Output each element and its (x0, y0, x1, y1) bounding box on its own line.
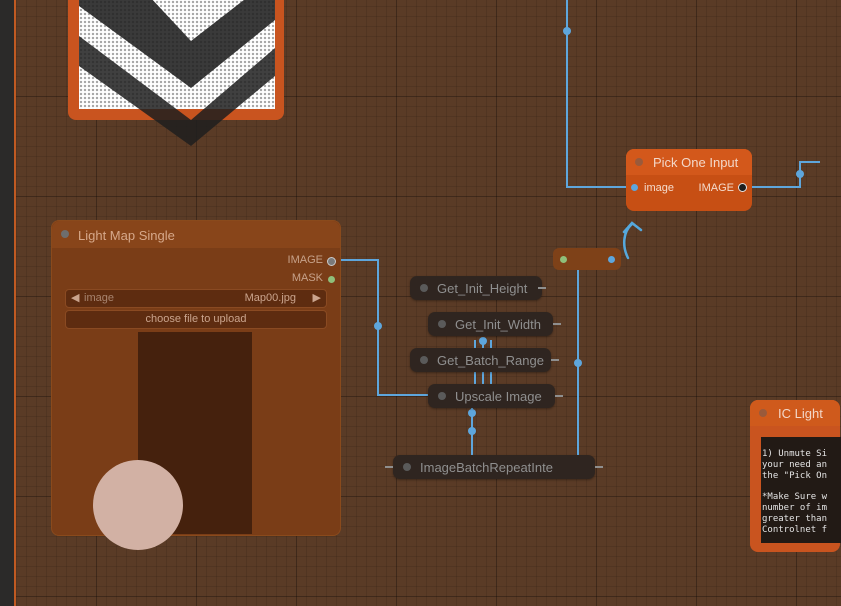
output-label-mask: MASK (291, 272, 323, 284)
node-title: Get_Init_Width (455, 317, 541, 332)
wire-reroute-point (479, 337, 487, 345)
wire-reroute-point (468, 409, 476, 417)
wire-reroute-point (563, 27, 571, 35)
reroute-input-slot[interactable] (560, 256, 567, 263)
wire-to-pick-input (566, 0, 634, 188)
output-slot[interactable] (555, 395, 563, 397)
upload-button[interactable]: choose file to upload (65, 310, 327, 329)
collapse-dot-icon[interactable] (635, 158, 643, 166)
left-panel-edge (0, 0, 16, 606)
annotation-arrow (622, 221, 643, 260)
output-slot-image[interactable] (327, 257, 336, 266)
node-title: ImageBatchRepeatInte (420, 460, 553, 475)
arrow-left-icon[interactable]: ◀ (71, 292, 80, 304)
output-slot[interactable] (538, 287, 546, 289)
light-circle-shape (93, 460, 183, 550)
node-title: Get_Init_Height (437, 281, 528, 296)
node-title-bar[interactable]: Pick One Input (626, 149, 752, 175)
get-batch-range-node[interactable]: Get_Batch_Range (410, 348, 559, 372)
light-map-preview (93, 332, 252, 550)
input-slot-image[interactable] (631, 184, 638, 191)
output-label-image: IMAGE (287, 254, 323, 266)
output-slot-image[interactable] (738, 183, 747, 192)
output-slot[interactable] (551, 359, 559, 361)
output-slot[interactable] (553, 323, 561, 325)
upscale-image-node[interactable]: Upscale Image (428, 384, 563, 408)
reroute-output-slot[interactable] (608, 256, 615, 263)
node-title-bar[interactable]: Light Map Single (52, 221, 340, 248)
collapse-dot-icon[interactable] (420, 284, 428, 292)
wire-reroute-point (574, 359, 582, 367)
node-title: Pick One Input (653, 155, 739, 170)
collapse-dot-icon[interactable] (438, 320, 446, 328)
image-select-widget[interactable]: ◀ image Map00.jpg ▶ (65, 289, 327, 308)
node-title: Upscale Image (455, 389, 542, 404)
node-title: Light Map Single (78, 228, 175, 243)
note-text: 1) Unmute Si your need an the "Pick On *… (762, 449, 828, 535)
widget-value: Map00.jpg (244, 292, 296, 304)
widget-name: image (84, 292, 114, 304)
wire-reroute-point (374, 322, 382, 330)
node-title: Get_Batch_Range (437, 353, 544, 368)
output-slot-mask[interactable] (328, 276, 335, 283)
get-init-width-node[interactable]: Get_Init_Width (428, 312, 561, 336)
arrow-right-icon[interactable]: ▶ (312, 292, 321, 304)
wire-reroute-point (796, 170, 804, 178)
collapse-dot-icon[interactable] (759, 409, 767, 417)
input-label-image: image (644, 182, 674, 194)
reroute-node[interactable] (553, 248, 621, 270)
collapse-dot-icon[interactable] (420, 356, 428, 364)
input-slot[interactable] (385, 466, 393, 468)
wire-reroute-point (468, 427, 476, 435)
collapse-dot-icon[interactable] (438, 392, 446, 400)
get-init-height-node[interactable]: Get_Init_Height (410, 276, 546, 300)
image-preview-node[interactable] (68, 0, 284, 146)
node-title: IC Light (778, 406, 823, 421)
wire-pick-output (743, 161, 820, 188)
output-label-image: IMAGE (698, 182, 734, 194)
node-title-bar[interactable]: IC Light (750, 400, 840, 426)
image-batch-repeat-node[interactable]: ImageBatchRepeatInte (385, 455, 603, 479)
collapse-dot-icon[interactable] (61, 230, 69, 238)
preview-image (79, 0, 275, 146)
note-textarea[interactable]: 1) Unmute Si your need an the "Pick On *… (761, 437, 841, 543)
pick-one-input-node[interactable]: Pick One Input image IMAGE (626, 149, 752, 211)
light-map-single-node[interactable]: Light Map Single IMAGE MASK ◀ image Map0… (51, 220, 341, 550)
ic-light-node[interactable]: IC Light 1) Unmute Si your need an the "… (750, 400, 841, 552)
collapse-dot-icon[interactable] (403, 463, 411, 471)
output-slot[interactable] (595, 466, 603, 468)
